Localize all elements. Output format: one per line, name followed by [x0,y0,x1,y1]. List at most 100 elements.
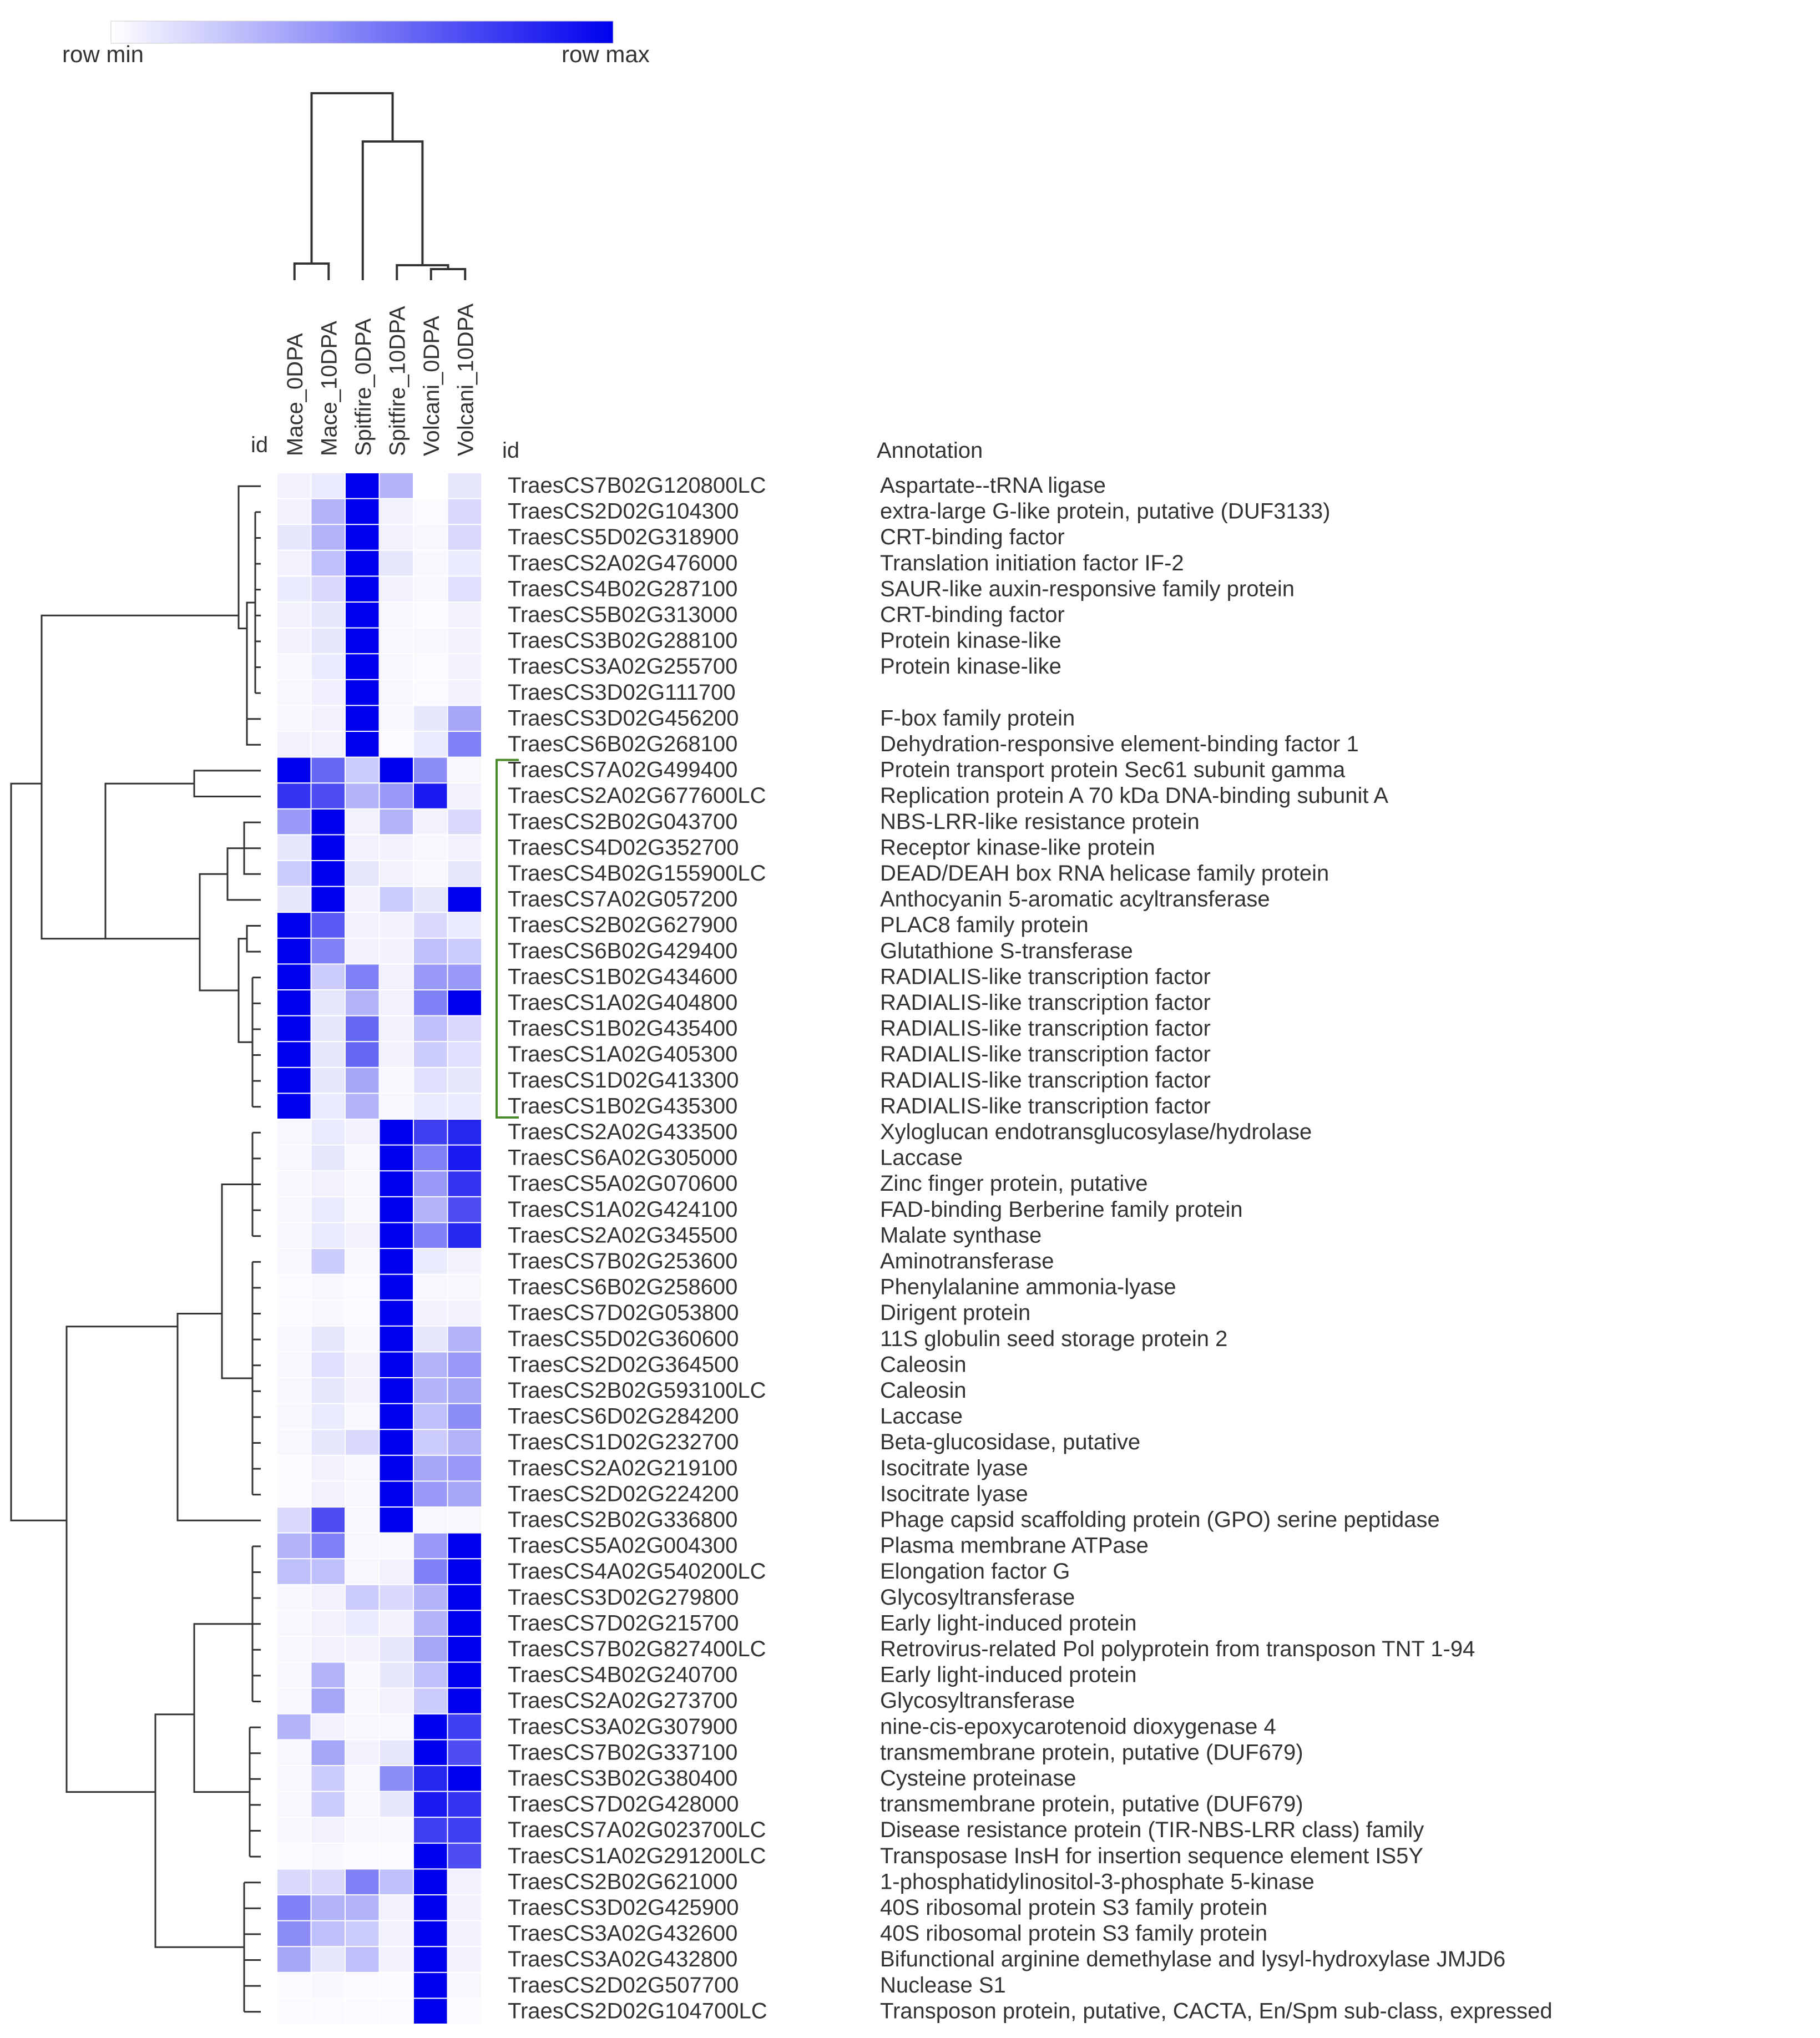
heatmap-cell [311,628,345,654]
column-dendrogram-branch [293,262,330,280]
heatmap-cell [346,1559,379,1584]
heatmap-cell [311,732,345,757]
heatmap-cell [311,550,345,576]
row-id-label: TraesCS3A02G255700 [508,654,737,679]
heatmap-cell [414,1611,447,1636]
heatmap-cell [346,550,379,576]
heatmap-cell [414,1094,447,1119]
row-id-label: TraesCS2B02G593100LC [508,1378,766,1403]
row-annotation-label: Beta-glucosidase, putative [880,1430,1140,1454]
heatmap-cell [380,1740,413,1765]
heatmap-cell [346,1171,379,1196]
heatmap-cell [277,964,311,989]
heatmap-cell [311,1481,345,1506]
heatmap-cell [448,1404,481,1429]
heatmap-cell [380,835,413,860]
heatmap-cell [311,1585,345,1610]
heatmap-cell [311,654,345,679]
row-dendrogram-branch [65,1326,178,1793]
heatmap-cell [414,1895,447,1920]
row-id-label: TraesCS5B02G313000 [508,603,737,627]
heatmap-cell [448,1145,481,1171]
column-dendrogram-branch [396,264,449,280]
column-label: Volcani_10DPA [453,304,478,456]
row-dendrogram-branch [193,770,261,797]
heatmap-cell [277,1662,311,1688]
heatmap-cell [414,1714,447,1739]
heatmap-cell [311,1637,345,1662]
heatmap-cell [448,1016,481,1041]
row-annotation-label: Plasma membrane ATPase [880,1534,1149,1558]
heatmap-cell [277,1508,311,1533]
row-id-label: TraesCS2B02G627900 [508,913,737,937]
heatmap-cell [380,990,413,1015]
heatmap-cell [414,1455,447,1481]
heatmap-cell [448,654,481,679]
heatmap-cell [414,1430,447,1455]
row-id-label: TraesCS1A02G404800 [508,990,737,1015]
heatmap-cell [448,1223,481,1248]
heatmap-cell [448,1508,481,1533]
row-annotation-label: Bifunctional arginine demethylase and ly… [880,1947,1505,1971]
heatmap-cell [380,1947,413,1972]
heatmap-cell [311,1145,345,1171]
heatmap-cell [448,964,481,989]
row-dendrogram-branch [41,614,239,940]
heatmap-cell [277,1792,311,1817]
heatmap-cell [277,1455,311,1481]
heatmap-cell [346,680,379,705]
heatmap-cell [380,654,413,679]
column-label: Spitfire_0DPA [351,318,376,456]
heatmap-cell [380,628,413,654]
heatmap-cell [311,1533,345,1559]
heatmap-cell [277,1068,311,1093]
heatmap-cell [346,1508,379,1533]
heatmap-cell [448,1094,481,1119]
heatmap-cell [414,861,447,886]
row-id-label: TraesCS3A02G432600 [508,1921,737,1946]
row-id-label: TraesCS7B02G827400LC [508,1637,766,1661]
heatmap-cell [346,757,379,783]
heatmap-cell [448,757,481,783]
heatmap-cell [448,1740,481,1765]
heatmap-cell [414,1843,447,1869]
heatmap-cell [448,1249,481,1274]
heatmap-cell [346,861,379,886]
heatmap-cell [277,1094,311,1119]
heatmap-cell [380,1921,413,1946]
heatmap-cell [346,473,379,498]
heatmap-cell [448,1430,481,1455]
heatmap-cell [380,1171,413,1196]
heatmap-cell [311,1714,345,1739]
row-annotation-label: FAD-binding Berberine family protein [880,1197,1243,1222]
heatmap-cell [380,1404,413,1429]
row-id-label: TraesCS2B02G336800 [508,1508,737,1532]
row-annotation-label: nine-cis-epoxycarotenoid dioxygenase 4 [880,1715,1276,1739]
heatmap-cell [277,603,311,628]
heatmap-cell [311,1508,345,1533]
heatmap-cell [277,706,311,731]
column-label: Spitfire_10DPA [385,306,410,456]
heatmap-cell [380,1973,413,1998]
heatmap-cell [346,1275,379,1300]
heatmap-cell [277,1818,311,1843]
row-annotation-label: Aspartate--tRNA ligase [880,473,1106,498]
row-annotation-label: RADIALIS-like transcription factor [880,1017,1211,1041]
heatmap-cell [380,1145,413,1171]
heatmap-cell [346,1947,379,1972]
heatmap-cell [311,1223,345,1248]
heatmap-cell [380,1301,413,1326]
heatmap-cell [414,1197,447,1222]
row-dendrogram-branch [246,925,261,953]
heatmap-cell [448,1120,481,1145]
heatmap-cell [277,990,311,1015]
heatmap-cell [380,473,413,498]
heatmap-cell [448,1275,481,1300]
heatmap-cell [414,1326,447,1352]
heatmap-cell [380,1895,413,1920]
row-annotation-label: Anthocyanin 5-aromatic acyltransferase [880,887,1270,912]
heatmap-cell [346,1895,379,1920]
row-dendrogram-branch [246,601,255,732]
row-annotation-label: CRT-binding factor [880,525,1065,549]
